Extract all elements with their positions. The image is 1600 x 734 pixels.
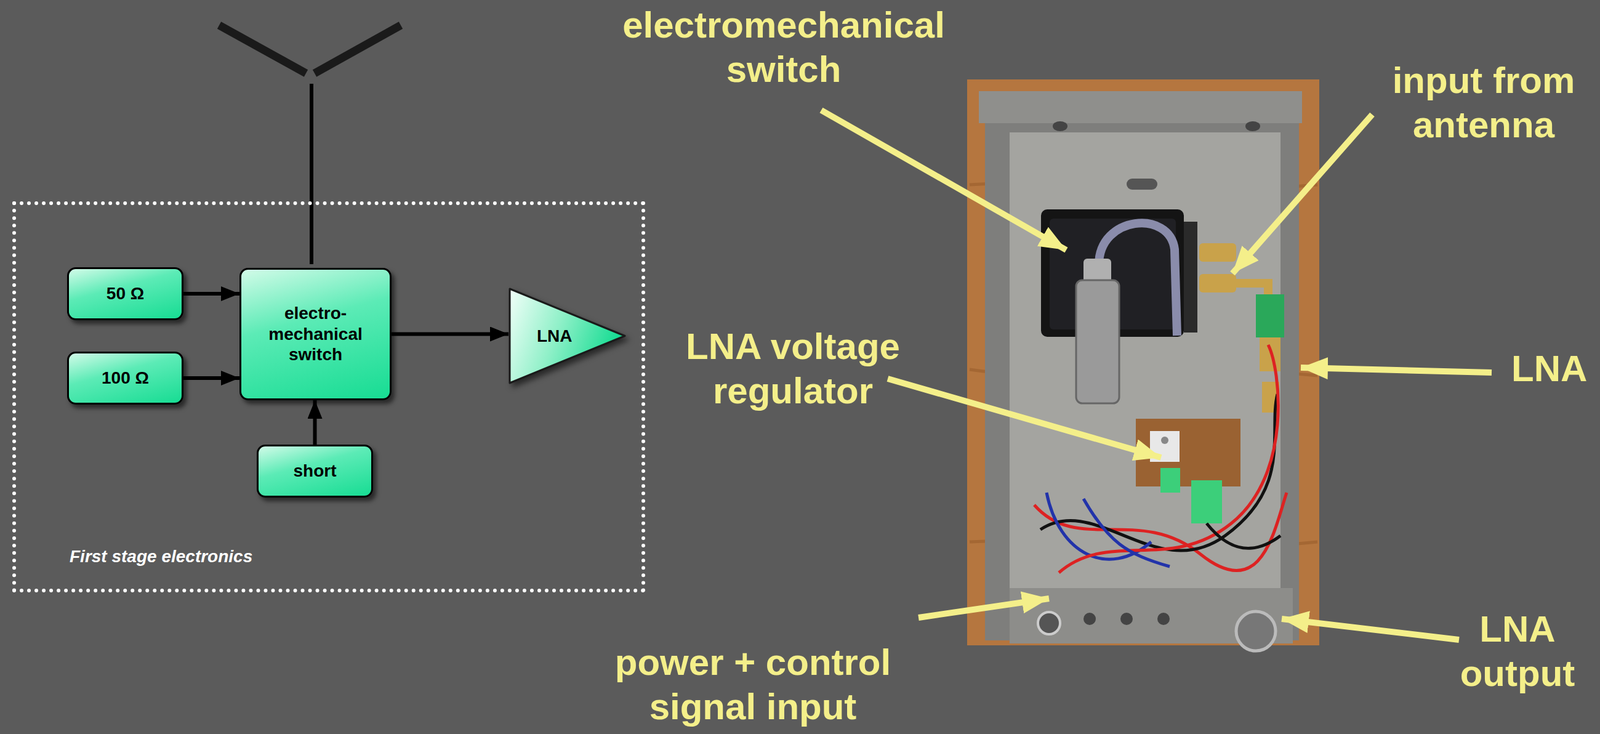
panel-hole [1157, 612, 1170, 625]
group-title: First stage electronics [69, 546, 253, 567]
stage-group: 50 Ω 100 Ω electro- mechanical switch short… [12, 201, 646, 593]
antenna-symbol [219, 25, 401, 265]
signal-arrow [391, 332, 509, 337]
callout-label: LNA output [1443, 607, 1592, 696]
panel-hole [1083, 612, 1096, 625]
switch-side [1183, 221, 1198, 333]
regulator-hole [1161, 436, 1169, 444]
sma-adapter [1259, 337, 1281, 372]
screw-hole [1052, 121, 1068, 132]
wire [1058, 344, 1279, 573]
power-connector [1037, 611, 1061, 635]
component-box: 50 Ω [67, 267, 184, 321]
callout-label: LNA [1511, 346, 1592, 391]
lna-module [1255, 294, 1285, 338]
signal-arrow [183, 376, 240, 380]
amplifier-triangle: LNA [508, 287, 627, 385]
panel-hole [1120, 612, 1133, 625]
enclosure-wall [984, 92, 1299, 641]
wood-ground [967, 79, 1320, 646]
callout-label: power + control signal input [586, 640, 920, 729]
terminal-block [1191, 480, 1223, 524]
node-label: LNA [536, 325, 573, 347]
leader-line [887, 378, 1162, 458]
leader-line [1300, 367, 1492, 373]
node-label: 50 Ω [106, 283, 145, 305]
dsub-connector [1076, 280, 1120, 404]
wire [1206, 523, 1281, 548]
enclosure-flange [978, 91, 1303, 124]
leader-line [918, 598, 1050, 618]
component-box: short [256, 444, 374, 498]
triangle-shape [509, 288, 625, 383]
n-connector [1236, 611, 1276, 651]
callout-label: input from antenna [1375, 58, 1592, 148]
leader-line [1281, 618, 1460, 640]
antenna-arm [219, 25, 306, 74]
node-label: electro- mechanical switch [248, 302, 383, 366]
leaders [821, 110, 1492, 640]
signal-arrow [183, 291, 240, 296]
sma-connector [1199, 243, 1237, 262]
node-label: 100 Ω [101, 367, 149, 389]
sma-connector [1199, 273, 1237, 293]
terminal-block [1160, 467, 1181, 493]
component-box: electro- mechanical switch [239, 267, 392, 401]
node-label: short [293, 460, 337, 482]
antenna-feed [309, 83, 314, 265]
component-box: 100 Ω [67, 351, 184, 405]
wire [1040, 393, 1278, 551]
wire [1083, 498, 1170, 567]
slot [1126, 178, 1158, 190]
callout-label: LNA voltage regulator [651, 324, 935, 414]
photo [967, 79, 1320, 651]
sma-elbow [1236, 283, 1269, 295]
screw-hole [1245, 121, 1261, 132]
leader-line [1232, 114, 1373, 274]
callout-label: electromechanical switch [586, 3, 981, 92]
enclosure-floor [1009, 132, 1281, 591]
antenna-arm [314, 25, 401, 74]
leader-line [821, 110, 1067, 250]
signal-arrow [313, 400, 318, 445]
